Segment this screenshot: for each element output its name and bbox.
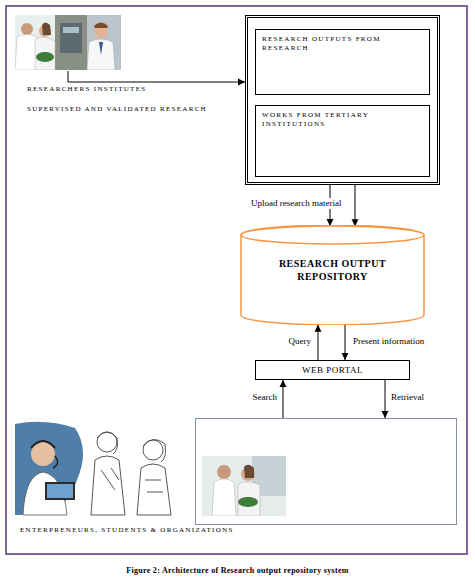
database-cylinder: RESEARCH OUTPUT REPOSITORY [240,225,425,325]
flow-arrow [318,325,319,360]
researchers-photo [15,15,121,70]
node-text: RESEARCH OUTPUT REPOSITORY [270,257,395,283]
users-box [195,418,457,525]
lab-photo [202,456,286,516]
node-text: RESEARCHERS INSTITUTES [27,85,230,94]
portal-box: WEB PORTAL [255,360,410,380]
node-text: SUPERVISED AND VALIDATED RESEARCH [27,105,230,114]
researchers-group: RESEARCHERS INSTITUTES SUPERVISED AND VAL… [15,15,230,125]
node-text: WORKS FROM TERTIARY INSTITUTIONS [262,111,423,129]
outputs-container: RESEARCH OUTPUTS FROM RESEARCH WORKS FROM… [245,15,440,185]
edge-label: Search [252,392,279,403]
flow-arrow [355,185,356,226]
flow-arrow [68,71,245,82]
group-label: ENTERPRENEURS, STUDENTS & ORGANIZATIONS [20,526,234,535]
node-text: WEB PORTAL [256,361,409,379]
figure-caption: Figure 2: Architecture of Research outpu… [0,566,475,575]
edge-label: Retrieval [390,392,425,403]
process-box: RESEARCH OUTPUTS FROM RESEARCH [255,29,430,95]
flow-arrow [345,325,346,360]
process-box: WORKS FROM TERTIARY INSTITUTIONS [255,105,430,177]
edge-label: Present information [352,336,425,347]
flow-arrow [283,380,284,418]
node-text: RESEARCH OUTPUTS FROM RESEARCH [262,35,423,53]
edge-label: Query [288,336,313,347]
users-illustration [15,420,195,522]
flow-arrow [385,380,386,418]
edge-label: Upload research material [250,198,342,209]
